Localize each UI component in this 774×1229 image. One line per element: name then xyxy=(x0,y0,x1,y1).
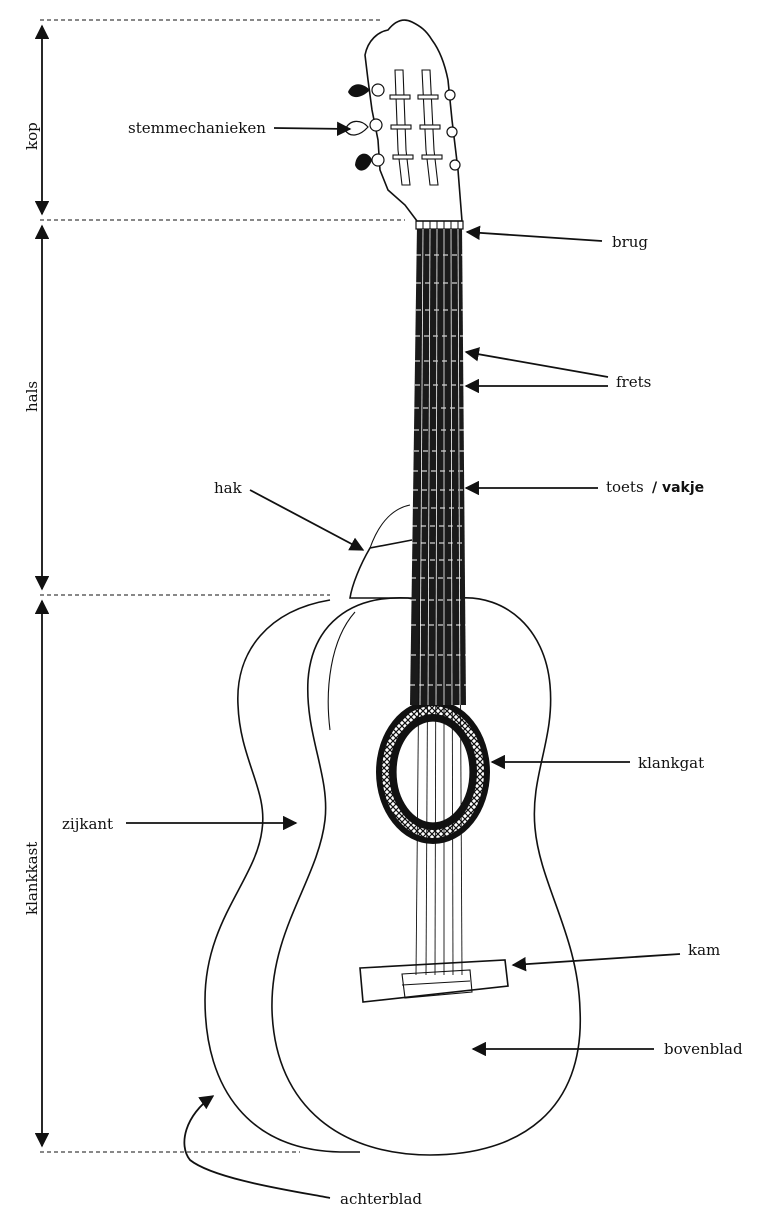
bridge-kam xyxy=(359,959,509,1003)
label-bovenblad: bovenblad xyxy=(664,1040,743,1058)
headstock xyxy=(364,19,463,222)
guitar-heel xyxy=(349,504,413,599)
label-klankgat: klankgat xyxy=(638,754,704,772)
fretboard xyxy=(410,225,466,705)
strings-on-fretboard xyxy=(419,228,461,706)
guitar-top xyxy=(271,597,581,1156)
label-zijkant: zijkant xyxy=(62,815,113,833)
section-label-hals: hals xyxy=(23,381,41,412)
pointer-arrows xyxy=(126,121,681,1199)
label-hak: hak xyxy=(214,479,243,497)
label-stemmechanieken: stemmechanieken xyxy=(128,119,266,137)
label-toets-suffix: / vakje xyxy=(652,480,704,496)
label-achterblad: achterblad xyxy=(340,1190,422,1208)
section-label-klankkast: klankkast xyxy=(23,842,41,915)
section-dividers xyxy=(40,19,405,1153)
section-label-kop: kop xyxy=(23,122,41,150)
label-brug: brug xyxy=(612,233,648,251)
guitar-back-side xyxy=(204,599,360,1153)
label-kam: kam xyxy=(688,941,720,959)
nut-brug xyxy=(415,220,464,230)
soundhole-rosette xyxy=(376,700,490,844)
label-frets: frets xyxy=(616,373,651,391)
label-toets: toets xyxy=(606,478,644,496)
